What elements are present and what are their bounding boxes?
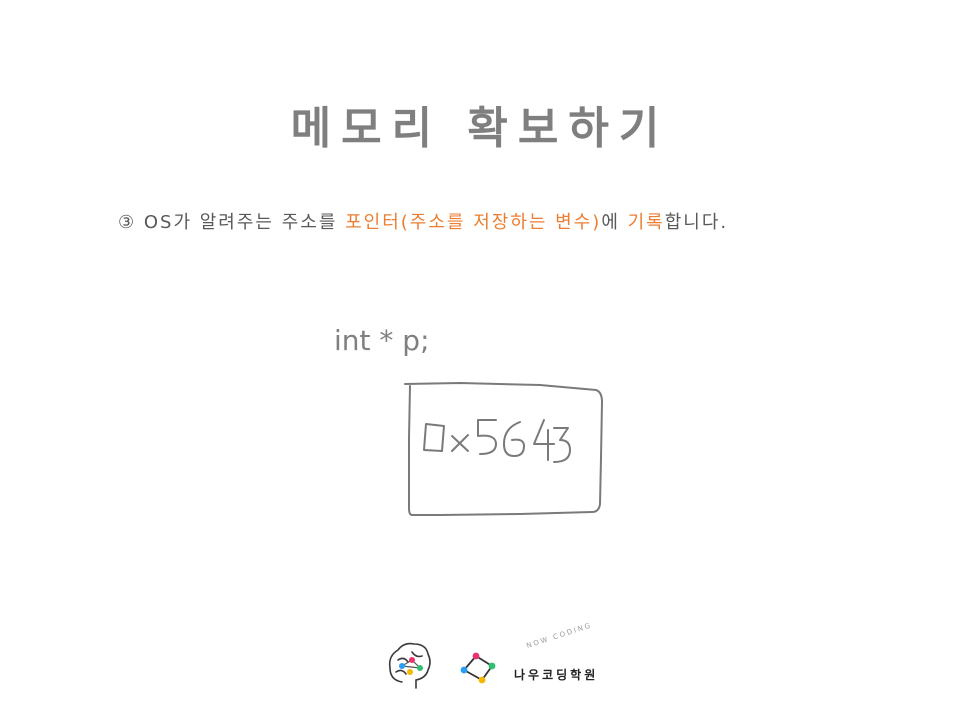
brand-subtitle: NOW CODING [525, 621, 594, 650]
memory-box-sketch [404, 382, 603, 516]
hw-4 [533, 419, 555, 461]
bullet-text: ③ OS가 알려주는 주소를 포인터(주소를 저장하는 변수)에 기록합니다. [118, 208, 728, 234]
footer: NOW CODING 나우코딩학원 [0, 621, 960, 696]
hw-3 [553, 427, 571, 463]
bullet-part-3: 합니다. [664, 212, 729, 233]
brand-name: 나우코딩학원 [514, 668, 599, 682]
hw-x [451, 434, 469, 452]
bullet-part-1: OS가 알려주는 주소를 [136, 212, 346, 233]
network-logo-icon [460, 652, 496, 684]
hw-0 [423, 423, 445, 452]
brand-logo: NOW CODING 나우코딩학원 [508, 621, 608, 690]
bullet-highlight-record: 기록 [627, 212, 665, 233]
slide-title: 메모리 확보하기 [290, 103, 670, 154]
code-declaration: int * p; [334, 324, 430, 357]
bullet-number: ③ [118, 212, 137, 233]
box-outline [404, 382, 603, 516]
hw-5 [477, 419, 497, 455]
brain-logo-icon [388, 642, 431, 689]
hw-6 [503, 421, 525, 457]
bullet-highlight-pointer: 포인터(주소를 저장하는 변수) [345, 212, 602, 233]
bullet-part-2: 에 [601, 212, 628, 233]
